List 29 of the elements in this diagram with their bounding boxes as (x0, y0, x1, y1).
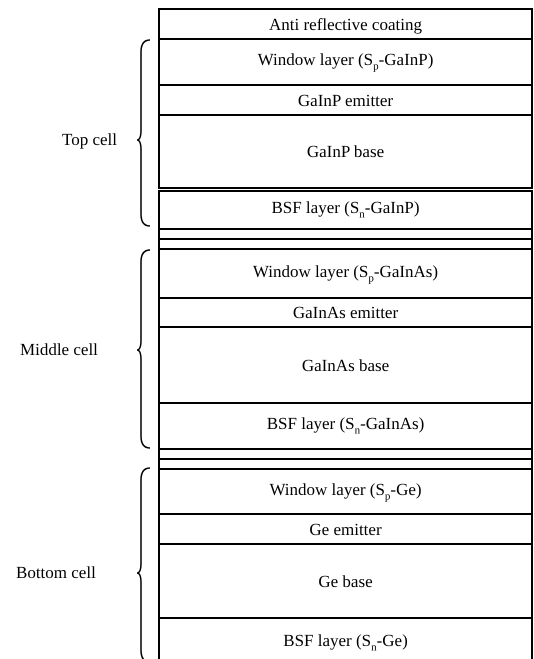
layer-box (158, 8, 533, 40)
layer-label: Ge base (318, 572, 373, 590)
layer-label: Anti reflective coating (269, 16, 422, 32)
layer-box (158, 402, 533, 450)
layer-box (158, 38, 533, 86)
layer-label: GaInAs emitter (292, 304, 398, 321)
layer-box (158, 468, 533, 515)
layer-label: BSF layer (S$_{n}$-GaInAs) (266, 415, 424, 437)
layer-box (158, 617, 533, 659)
layer-box (158, 114, 533, 189)
layer-box (158, 513, 533, 545)
layer-label: Ge emitter (309, 520, 382, 538)
layer-label: Window layer (S$_{p}$-GaInAs) (252, 262, 438, 284)
layer-label: BSF layer (S$_{n}$-Ge) (283, 632, 408, 654)
layer-label: GaInP base (306, 143, 384, 160)
layer-box (158, 248, 533, 299)
layer-label: Window layer (S$_{p}$-GaInP) (258, 51, 434, 73)
layer-box (158, 84, 533, 116)
cell-label: Top cell (62, 130, 117, 150)
layer-box (158, 326, 533, 404)
layer-box (158, 297, 533, 328)
layer-label: GaInAs base (302, 356, 390, 374)
layer-label: GaInP emitter (298, 92, 394, 108)
cell-label: Bottom cell (16, 563, 96, 583)
layer-box (158, 190, 533, 230)
layer-label: BSF layer (S$_{n}$-GaInP) (271, 199, 420, 221)
cell-label: Middle cell (20, 340, 98, 360)
layer-label: Window layer (S$_{p}$-Ge) (269, 480, 422, 502)
layer-box (158, 543, 533, 619)
